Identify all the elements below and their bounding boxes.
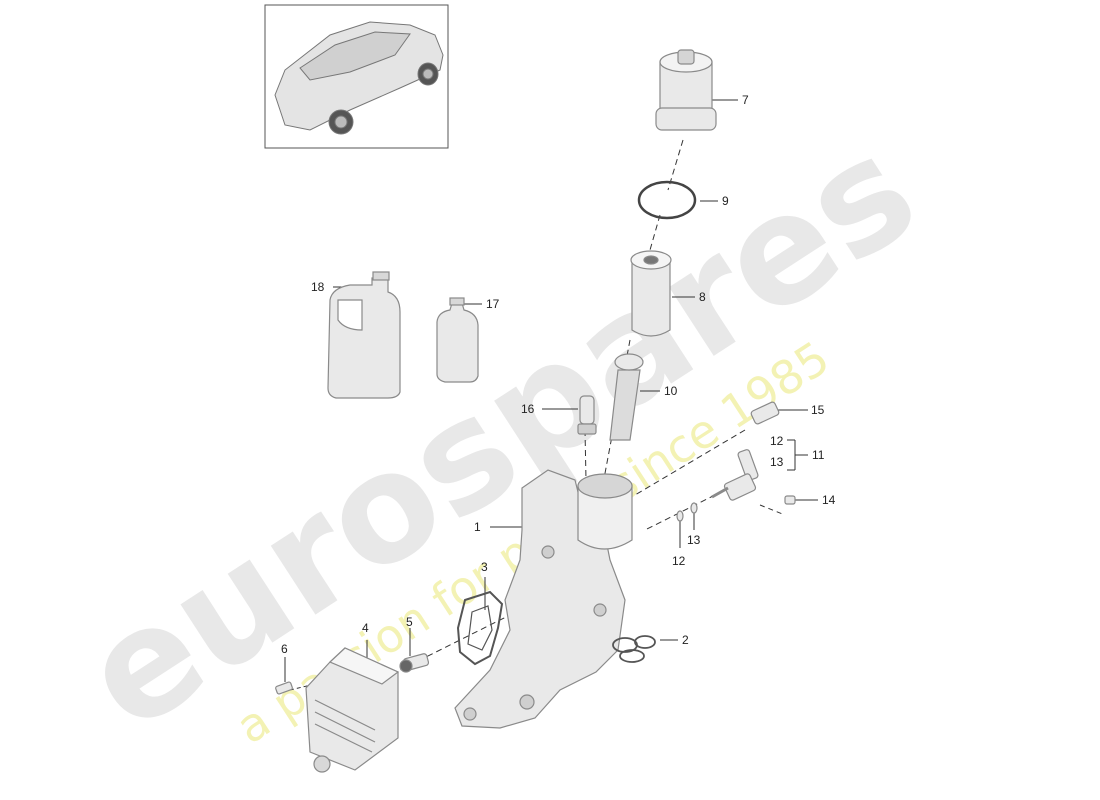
callout-15[interactable]: 15 (811, 403, 825, 417)
parts (275, 49, 796, 773)
callout-8[interactable]: 8 (699, 290, 706, 304)
callout-10[interactable]: 10 (664, 384, 678, 398)
callout-14[interactable]: 14 (822, 493, 836, 507)
sensor-part[interactable] (750, 401, 780, 425)
bolt-part[interactable] (784, 495, 796, 505)
callout-11[interactable]: 11 (812, 448, 825, 462)
callout-7[interactable]: 7 (742, 93, 749, 107)
callout-13-upper[interactable]: 13 (770, 455, 784, 469)
callout-18[interactable]: 18 (311, 280, 325, 294)
strainer-part[interactable] (609, 353, 644, 441)
callout-17[interactable]: 17 (486, 297, 500, 311)
oil-canister-part[interactable] (327, 271, 401, 399)
oil-bottle-part[interactable] (436, 297, 479, 383)
callout-16[interactable]: 16 (521, 402, 535, 416)
seal-part[interactable] (690, 502, 698, 514)
callout-2[interactable]: 2 (682, 633, 689, 647)
callout-9[interactable]: 9 (722, 194, 729, 208)
callout-12-upper[interactable]: 12 (770, 434, 784, 448)
callout-5[interactable]: 5 (406, 615, 413, 629)
callout-13-lower[interactable]: 13 (687, 533, 701, 547)
callout-3[interactable]: 3 (481, 560, 488, 574)
callout-4[interactable]: 4 (362, 621, 369, 635)
connector-part[interactable] (399, 653, 430, 673)
gasket-part[interactable] (456, 590, 504, 666)
vehicle-thumbnail[interactable] (264, 4, 449, 149)
filter-element-part[interactable] (630, 250, 672, 337)
o-ring-part[interactable] (637, 180, 697, 220)
gasket-rings-part[interactable] (612, 635, 656, 663)
callout-12-lower[interactable]: 12 (672, 554, 686, 568)
callout-6[interactable]: 6 (281, 642, 288, 656)
oil-filter-housing-part[interactable] (454, 469, 633, 729)
car-suv-icon (274, 21, 444, 135)
seal-part[interactable] (676, 510, 684, 522)
screw-part[interactable] (275, 681, 293, 695)
plug-part[interactable] (577, 395, 597, 435)
callouts: 7 9 8 10 18 17 16 15 12 13 11 14 1 13 12… (281, 93, 836, 656)
oil-cooler-part[interactable] (305, 647, 400, 773)
filter-cap-part[interactable] (655, 49, 717, 131)
connector-sensor-part[interactable] (711, 449, 759, 501)
callout-1[interactable]: 1 (474, 520, 481, 534)
